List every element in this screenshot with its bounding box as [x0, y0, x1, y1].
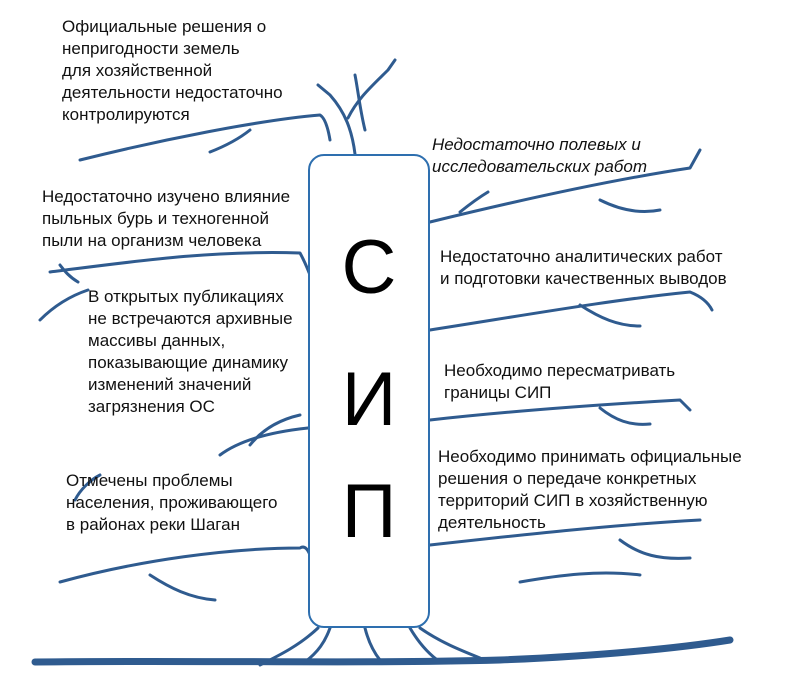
trunk-letter-i: И: [341, 357, 397, 442]
branch-line: [48, 251, 312, 277]
branch-line: [418, 626, 482, 660]
branch-line: [303, 626, 332, 664]
branch-line: [578, 303, 642, 328]
note-official-transfer: Необходимо принимать официальные решения…: [438, 447, 742, 532]
branch-line: [316, 83, 357, 156]
sip-trunk-box: [308, 154, 430, 628]
branch-line: [428, 398, 692, 422]
branch-line: [73, 473, 102, 502]
branch-line: [353, 73, 367, 132]
note-shagan-river: Отмечены проблемы населения, проживающег…: [66, 471, 278, 534]
trunk-letter-s: С: [341, 225, 397, 310]
branch-line: [248, 413, 302, 447]
branch-line: [346, 58, 397, 120]
note-dust-storms: Недостаточно изучено влияние пыльных бур…: [42, 187, 291, 250]
ground-line: [31, 636, 734, 666]
trunk-letter-p: П: [341, 469, 397, 554]
branch-line: [78, 113, 332, 162]
branch-line: [148, 573, 217, 602]
note-revise-borders: Необходимо пересматривать границы СИП: [444, 361, 676, 402]
branch-line: [58, 545, 312, 584]
branch-line: [428, 518, 702, 547]
branch-line: [363, 626, 382, 662]
note-archive-data: В открытых публикациях не встречаются ар…: [88, 287, 293, 416]
note-official-decisions: Официальные решения о непригодности земе…: [62, 17, 283, 124]
branch-line: [208, 128, 252, 154]
branch-line: [518, 571, 642, 584]
branch-line: [428, 290, 714, 332]
branch-line: [598, 198, 662, 214]
branch-line: [38, 288, 90, 322]
branch-line: [598, 406, 652, 426]
note-analytical-work: Недостаточно аналитических работ и подго…: [440, 247, 727, 288]
branch-line: [58, 263, 80, 284]
note-field-research: Недостаточно полевых и исследовательских…: [432, 135, 647, 176]
branch-line: [618, 538, 692, 560]
branch-line: [458, 190, 490, 214]
branch-line: [428, 148, 702, 224]
